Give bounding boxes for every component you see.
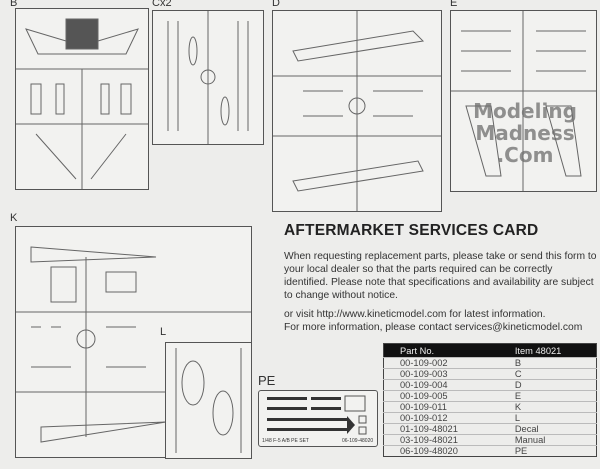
part-no-cell: 00-109-004 [383,379,499,391]
watermark-line: Modeling [473,99,577,123]
part-no-cell: 03-109-48021 [383,434,499,446]
sprue-c-diagram [152,10,264,145]
part-no-cell: 01-109-48021 [383,423,499,435]
item-cell: E [498,390,597,402]
part-no-cell: 06-109-48020 [383,445,499,457]
item-cell: B [498,357,597,369]
pe-fret-code: 06-109-48020 [342,438,374,444]
card-paragraph-2a: or visit http://www.kineticmodel.com for… [284,309,546,320]
item-cell: Manual [498,434,597,446]
watermark-line: Madness [475,121,575,145]
sprue-b-diagram [15,8,149,190]
pe-fret-label: 1/48 F-5 A/B PE SET [262,438,309,444]
sprue-label-c: Cx2 [152,0,172,9]
item-cell: Decal [498,423,597,435]
card-title: AFTERMARKET SERVICES CARD [284,222,539,239]
watermark-line: .Com [496,143,554,167]
item-cell: L [498,412,597,424]
item-cell: PE [498,445,597,457]
sprue-label-k: K [10,212,18,224]
part-no-cell: 00-109-012 [383,412,499,424]
sprue-l-diagram [165,342,252,459]
sprue-label-l: L [160,326,167,338]
part-no-cell: 00-109-003 [383,368,499,380]
part-no-cell: 00-109-005 [383,390,499,402]
watermark: Modeling Madness .Com [455,100,595,166]
sprue-d-diagram [272,10,442,212]
card-body: When requesting replacement parts, pleas… [284,250,598,334]
sprue-e-diagram [450,10,597,192]
sprue-label-b: B [10,0,18,9]
item-cell: C [498,368,597,380]
part-no-cell: 00-109-011 [383,401,499,413]
sprue-label-pe: PE [258,373,276,388]
item-cell: D [498,379,597,391]
sprue-label-d: D [272,0,280,9]
card-paragraph-1: When requesting replacement parts, pleas… [284,251,597,301]
item-cell: K [498,401,597,413]
part-no-cell: 00-109-002 [383,357,499,369]
header-part-no: Part No. [383,343,499,358]
pe-fret-diagram [258,390,378,447]
header-item: Item 48021 [498,343,597,358]
card-paragraph-2b: For more information, please contact ser… [284,322,583,333]
sprue-label-e: E [450,0,458,9]
